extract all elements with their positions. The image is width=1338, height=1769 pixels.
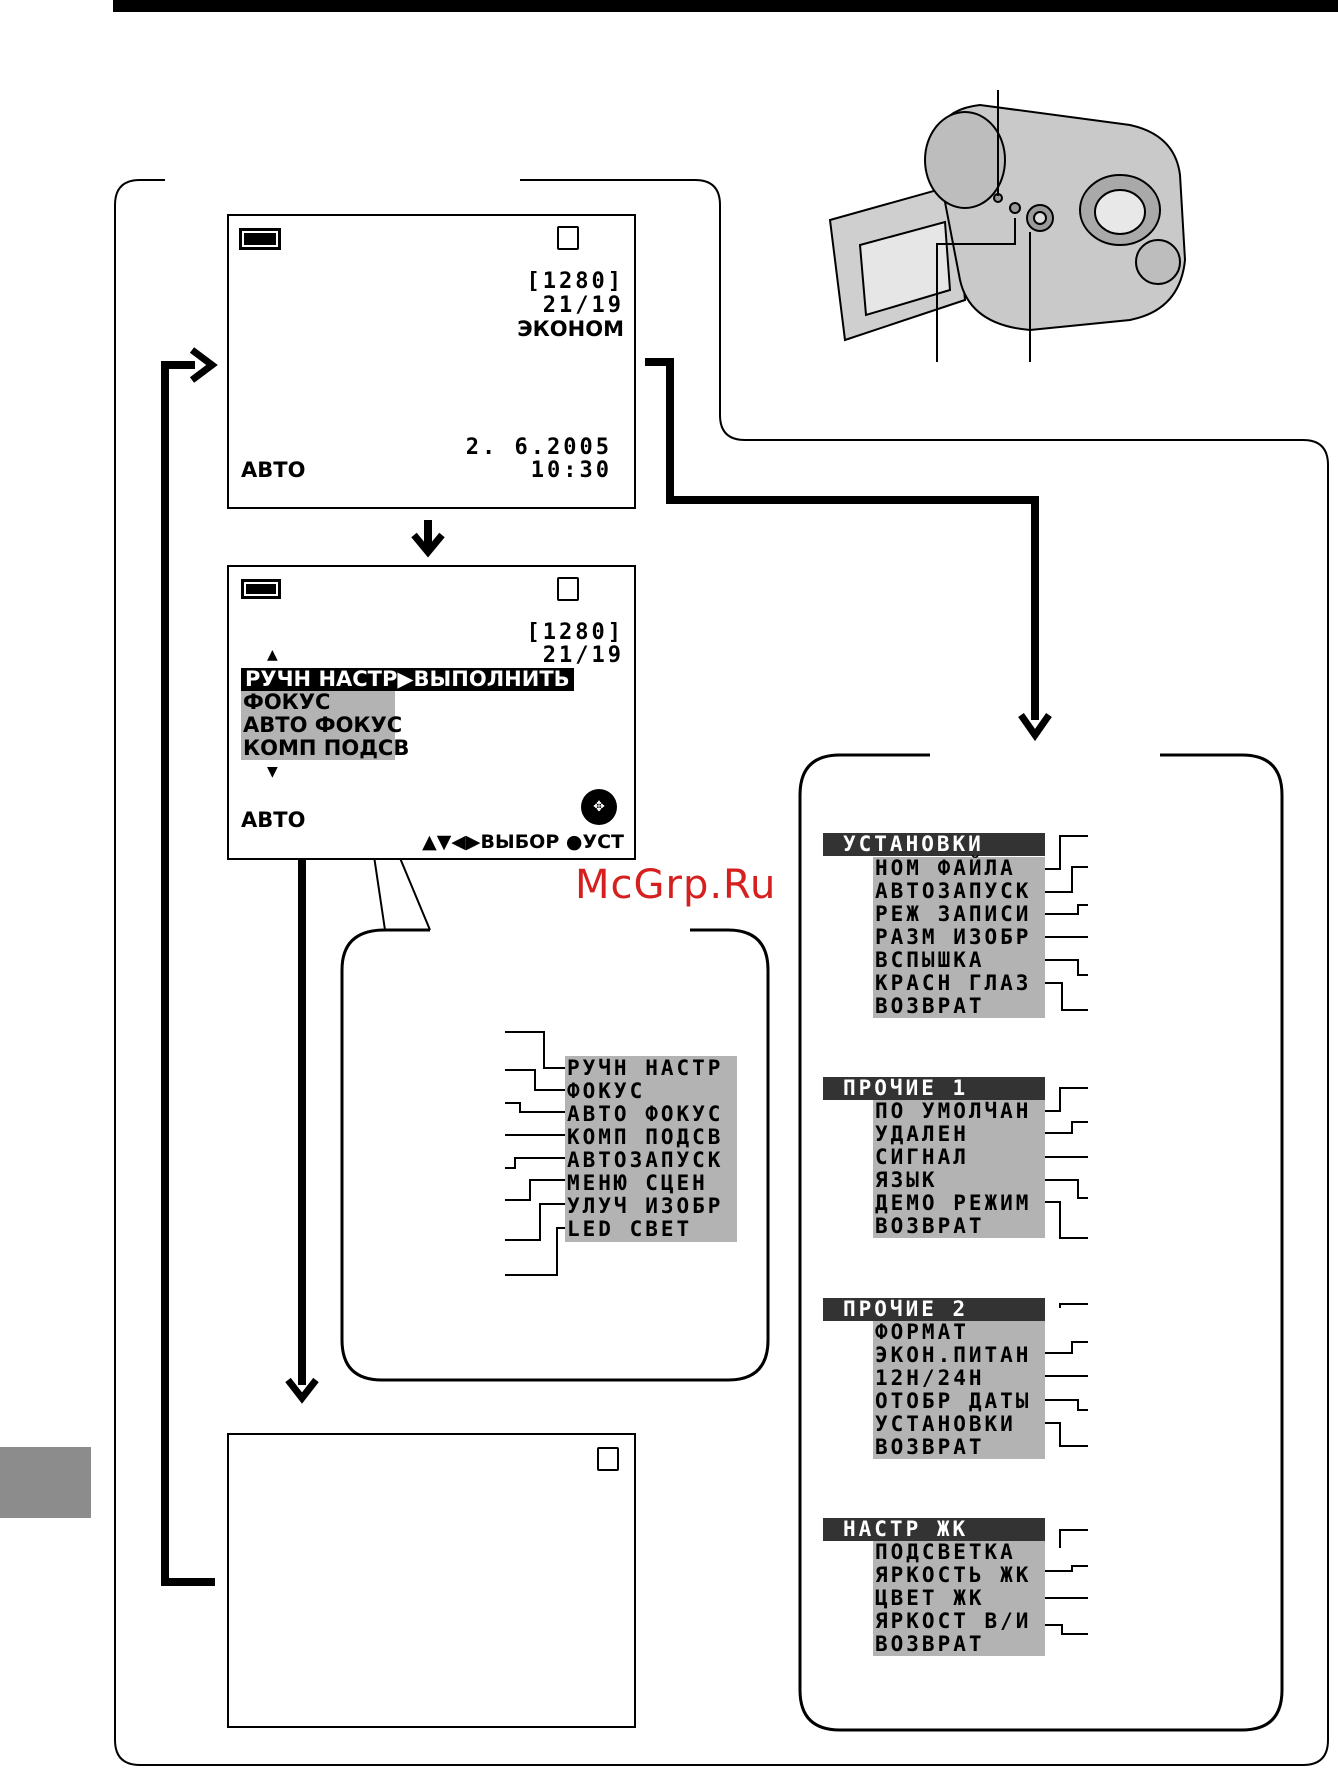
menu-item[interactable]: КРАСН ГЛАЗ	[875, 971, 1032, 995]
menu-item[interactable]: ФОРМАТ	[875, 1320, 969, 1344]
menu-lcd: ПОДСВЕТКА ЯРКОСТЬ ЖК ЦВЕТ ЖК ЯРКОСТ В/И …	[875, 1541, 1031, 1656]
menu-item[interactable]: ЯЗЫК	[875, 1168, 938, 1192]
menu-item[interactable]: ПОДСВЕТКА	[875, 1540, 1016, 1564]
menu-item[interactable]: ДЕМО РЕЖИМ	[875, 1191, 1032, 1215]
menu-item[interactable]: УДАЛЕН	[875, 1122, 969, 1146]
menu-item-backlight[interactable]: КОМП ПОДСВ	[243, 736, 410, 760]
image-size: [1280]	[526, 269, 624, 294]
camera-illustration	[828, 103, 1187, 342]
menu-item[interactable]: ПО УМОЛЧАН	[875, 1099, 1032, 1123]
menu-item[interactable]: РЕЖ ЗАПИСИ	[875, 902, 1032, 926]
scroll-down-icon: ▼	[267, 764, 278, 780]
menu-bg-setup	[873, 857, 1045, 1018]
popup-menu-bg	[565, 1056, 737, 1242]
menu-item[interactable]: ОТОБР ДАТЫ	[875, 1389, 1032, 1413]
time-display: 10:30	[530, 458, 612, 483]
menu-header-lcd: НАСТР ЖК	[823, 1518, 1045, 1541]
menu-item[interactable]: УСТАНОВКИ	[875, 1412, 1016, 1436]
menu-bg-other1	[873, 1100, 1045, 1238]
menu-item[interactable]: НОМ ФАЙЛА	[875, 856, 1016, 880]
popup-item-manual[interactable]: РУЧН НАСТР	[567, 1056, 724, 1080]
popup-item-focus[interactable]: ФОКУС	[567, 1079, 646, 1103]
watermark: McGrp.Ru	[575, 862, 777, 908]
popup-item-selftimer[interactable]: АВТОЗАПУСК	[567, 1148, 724, 1172]
menu-item[interactable]: ВСПЫШКА	[875, 948, 985, 972]
menu-setup: НОМ ФАЙЛА АВТОЗАПУСК РЕЖ ЗАПИСИ РАЗМ ИЗО…	[875, 857, 1031, 1018]
menu-header-other1: ПРОЧИЕ 1	[823, 1077, 1045, 1100]
menu-item[interactable]: ВОЗВРАТ	[875, 1214, 985, 1238]
lcd-screen-2: [1280] 21/19 ▲ РУЧН НАСТР▶ВЫПОЛНИТЬ ФОКУ…	[227, 565, 636, 860]
image-size: [1280]	[526, 620, 624, 645]
menu-item[interactable]: ВОЗВРАТ	[875, 1435, 985, 1459]
quality-mode: ЭКОНОМ	[517, 317, 624, 341]
menu-item-focus[interactable]: ФОКУС	[243, 690, 331, 714]
menu-bg-lcd	[873, 1541, 1045, 1656]
menu-header-setup: УСТАНОВКИ	[823, 833, 1045, 856]
date-display: 2. 6.2005	[465, 435, 612, 460]
menu-item[interactable]: АВТОЗАПУСК	[875, 879, 1032, 903]
menu-item[interactable]: 12H/24H	[875, 1366, 985, 1390]
shot-count: 21/19	[542, 643, 624, 668]
lcd-screen-1: [1280] 21/19 ЭКОНОМ 2. 6.2005 10:30 АВТО	[227, 214, 636, 509]
top-rule	[113, 0, 1338, 12]
side-tab	[0, 1447, 91, 1518]
menu-item[interactable]: ВОЗВРАТ	[875, 1632, 985, 1656]
popup-menu: РУЧН НАСТР ФОКУС АВТО ФОКУС КОМП ПОДСВ А…	[567, 1057, 723, 1241]
menu-item[interactable]: ЯРКОСТЬ ЖК	[875, 1563, 1032, 1587]
card-icon	[557, 226, 579, 250]
menu-other2: ФОРМАТ ЭКОН.ПИТАН 12H/24H ОТОБР ДАТЫ УСТ…	[875, 1321, 1031, 1459]
menu-bg-other2	[873, 1321, 1045, 1459]
popup-item-backlight[interactable]: КОМП ПОДСВ	[567, 1125, 724, 1149]
battery-icon	[241, 579, 281, 599]
popup-item-enhance[interactable]: УЛУЧ ИЗОБР	[567, 1194, 724, 1218]
menu-list-bg	[241, 691, 395, 760]
menu-item-autofocus[interactable]: АВТО ФОКУС	[243, 713, 403, 737]
popup-item-scenes[interactable]: МЕНЮ СЦЕН	[567, 1171, 708, 1195]
menu-item[interactable]: СИГНАЛ	[875, 1145, 969, 1169]
menu-item[interactable]: ЯРКОСТ В/И	[875, 1609, 1032, 1633]
menu-selected-item[interactable]: РУЧН НАСТР▶ВЫПОЛНИТЬ	[241, 668, 574, 691]
menu-item[interactable]: РАЗМ ИЗОБР	[875, 925, 1032, 949]
card-icon	[597, 1447, 619, 1471]
battery-icon	[239, 228, 281, 250]
menu-other1: ПО УМОЛЧАН УДАЛЕН СИГНАЛ ЯЗЫК ДЕМО РЕЖИМ…	[875, 1100, 1031, 1238]
menu-header-other2: ПРОЧИЕ 2	[823, 1298, 1045, 1321]
shooting-mode: АВТО	[241, 458, 306, 482]
nav-hint: ▲▼◀▶ВЫБОР ●УСТ	[422, 831, 624, 853]
lcd-screen-3	[227, 1433, 636, 1728]
card-icon	[557, 577, 579, 601]
popup-item-autofocus[interactable]: АВТО ФОКУС	[567, 1102, 724, 1126]
shooting-mode: АВТО	[241, 808, 306, 832]
scroll-up-icon: ▲	[267, 647, 278, 663]
dpad-icon: ✥	[581, 789, 617, 825]
menu-item[interactable]: ВОЗВРАТ	[875, 994, 985, 1018]
menu-item[interactable]: ЦВЕТ ЖК	[875, 1586, 985, 1610]
popup-item-led[interactable]: LED СВЕТ	[567, 1217, 693, 1241]
menu-item[interactable]: ЭКОН.ПИТАН	[875, 1343, 1032, 1367]
shot-count: 21/19	[542, 293, 624, 318]
